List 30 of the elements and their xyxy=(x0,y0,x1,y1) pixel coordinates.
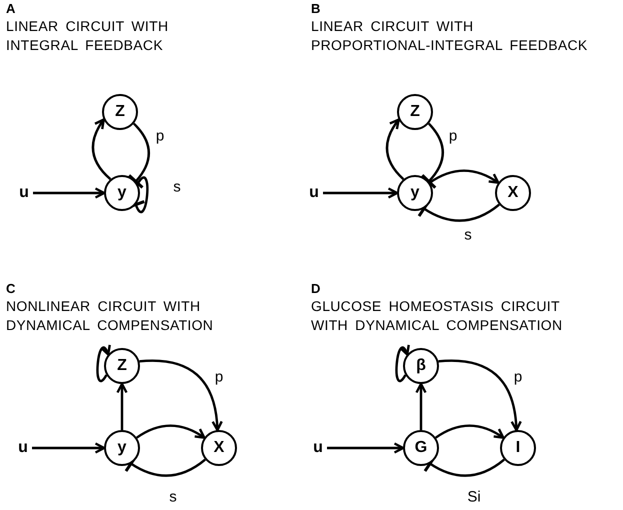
arrow xyxy=(415,382,427,430)
panel-letter: D xyxy=(311,282,320,295)
arrow xyxy=(386,118,404,180)
arrow xyxy=(429,169,500,184)
panel-title: GLUCOSE HOMEOSTASIS CIRCUIT WITH DYNAMICAL COMPENSATION xyxy=(311,297,564,335)
arrow xyxy=(136,424,206,439)
panel-title: NONLINEAR CIRCUIT WITH DYNAMICAL COMPENSATION xyxy=(6,297,214,335)
input-label: u xyxy=(309,438,327,458)
arrow xyxy=(92,118,112,180)
arrow xyxy=(435,424,504,439)
edge-label: Si xyxy=(466,490,482,504)
inhibition-line xyxy=(420,122,444,189)
arrow xyxy=(323,187,398,199)
panel-letter: C xyxy=(6,282,16,295)
arrow xyxy=(33,187,106,199)
panel-letter: A xyxy=(6,2,16,15)
input-label: u xyxy=(15,183,33,203)
panel-title: LINEAR CIRCUIT WITH PROPORTIONAL-INTEGRAL FEEDBACK xyxy=(311,17,589,55)
input-label: u xyxy=(305,183,323,203)
inhibition-line xyxy=(127,122,150,189)
self-loop-arrow xyxy=(96,344,110,382)
panel-title: LINEAR CIRCUIT WITH INTEGRAL FEEDBACK xyxy=(6,17,170,55)
self-loop-arrow xyxy=(395,344,409,382)
arrow xyxy=(438,359,522,432)
input-label: u xyxy=(14,438,32,458)
arrow xyxy=(116,382,128,430)
arrow xyxy=(327,442,404,454)
panel-letter: B xyxy=(311,2,320,15)
arrow xyxy=(32,442,106,454)
arrow xyxy=(139,359,223,432)
